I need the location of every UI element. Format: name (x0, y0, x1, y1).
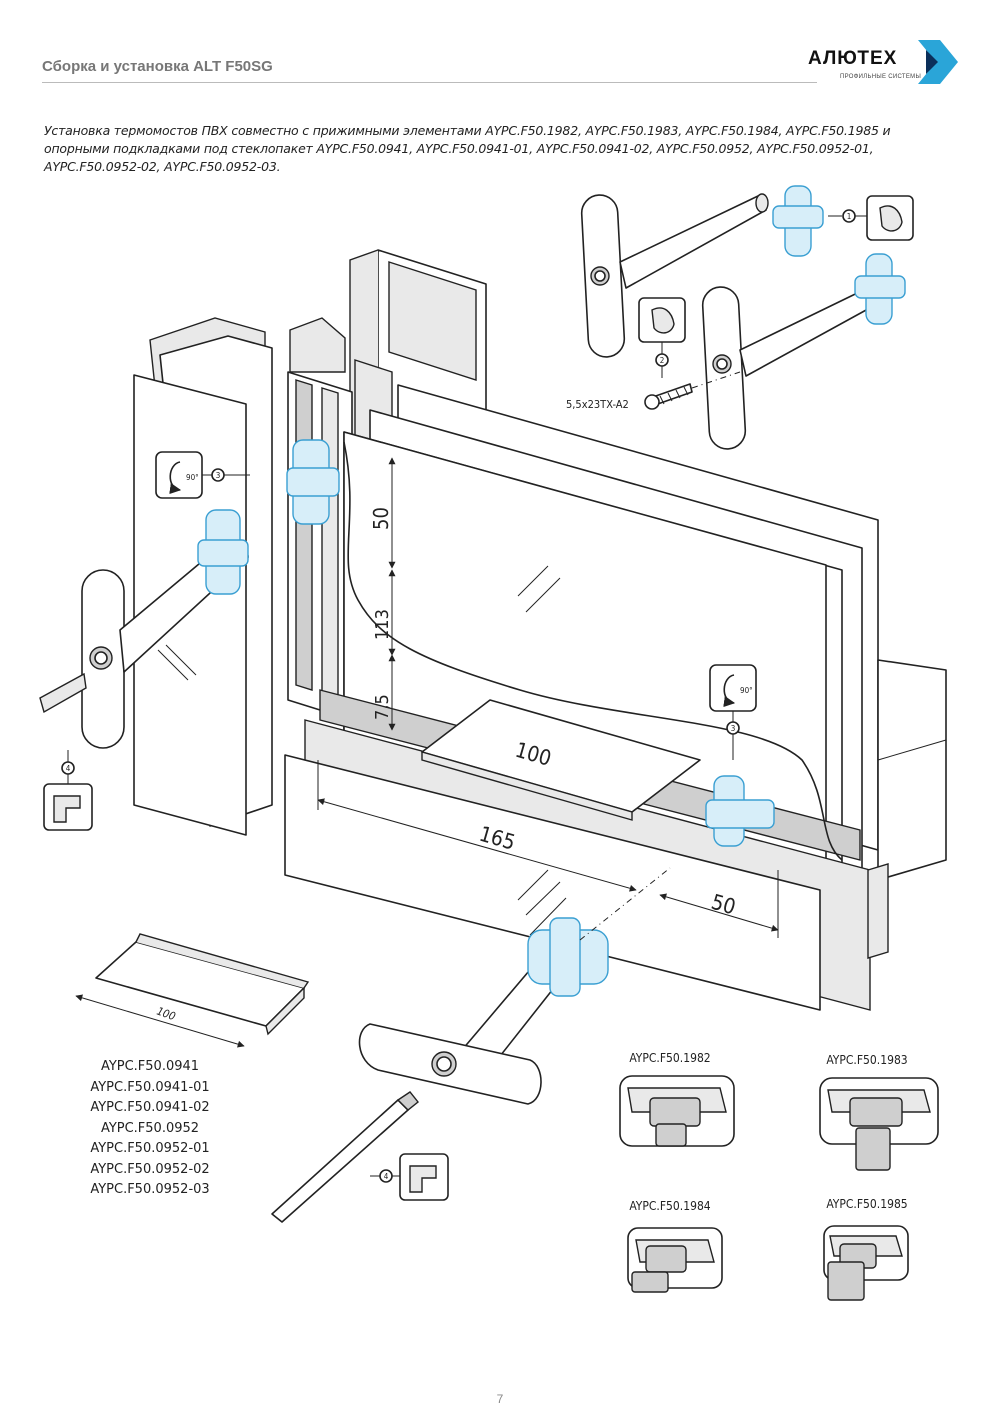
rotate-callout-left: 90° 3 (155, 451, 250, 499)
company-logo: АЛЮТЕХ ПРОФИЛЬНЫЕ СИСТЕМЫ (808, 40, 958, 86)
spacer-part-number: AYPC.F50.0941 (100, 1059, 200, 1074)
clip-label-1983: AYPC.F50.1983 (826, 1053, 907, 1067)
setting-block-pad (95, 933, 310, 1036)
screw-icon (644, 371, 741, 410)
intro-line: опорными подкладками под стеклопакет AYP… (44, 141, 874, 156)
dimension-113: 113 (372, 609, 393, 640)
dimension-7-5: 7,5 (372, 694, 393, 720)
step-number: 2 (660, 356, 665, 365)
rotation-label: 90° (740, 686, 753, 695)
logo-subtitle: ПРОФИЛЬНЫЕ СИСТЕМЫ (840, 74, 922, 80)
bottom-handle-detail (358, 867, 671, 1105)
left-handle-detail (39, 509, 249, 749)
clip-label-1985: AYPC.F50.1985 (826, 1197, 907, 1211)
dimension-lines (75, 457, 779, 1048)
clip-highlight-frame (286, 439, 775, 847)
spacer-part-number: AYPC.F50.0952-02 (90, 1161, 210, 1177)
spacer-part-number: AYPC.F50.0952 (100, 1120, 200, 1136)
step-1-callout: 1 (828, 195, 914, 241)
rotate-callout-right: 90° 3 (709, 664, 757, 760)
clip-label-1984: AYPC.F50.1984 (629, 1199, 710, 1213)
clip-part-1984 (627, 1227, 723, 1293)
dimension-50-vertical: 50 (369, 507, 393, 530)
clip-part-1983 (819, 1077, 939, 1171)
spacer-part-number: AYPC.F50.0952-03 (90, 1182, 210, 1197)
step-4-callout-bottom: 4 (370, 1153, 449, 1201)
intro-line: Установка термомостов ПВХ совместно с пр… (44, 123, 891, 138)
intro-line: AYPC.F50.0952-02, AYPC.F50.0952-03. (44, 159, 281, 174)
header-divider (42, 82, 817, 83)
clip-part-1982 (619, 1075, 735, 1147)
hex-key-icon (271, 1091, 419, 1223)
page-header-title: Сборка и установка ALT F50SG (42, 58, 273, 75)
step-2-callout: 2 (638, 297, 686, 378)
rotation-label: 90° (186, 473, 199, 482)
page-number: 7 (496, 1392, 504, 1406)
spacer-part-number: AYPC.F50.0941-01 (90, 1079, 210, 1095)
spacer-part-number: AYPC.F50.0952-01 (90, 1141, 210, 1156)
spacer-part-list: AYPC.F50.0941 AYPC.F50.0941-01 AYPC.F50.… (80, 1057, 220, 1201)
step-number: 4 (66, 764, 71, 773)
step-4-callout-left: 4 (43, 750, 93, 831)
step-number: 4 (384, 1172, 389, 1181)
clip-highlight-top (772, 185, 906, 325)
spacer-part-number: AYPC.F50.0941-02 (90, 1100, 210, 1115)
dimension-100-pad: 100 (155, 1005, 177, 1024)
frame-assembly (133, 249, 947, 1011)
logo-mark-icon (918, 40, 958, 84)
step-number: 3 (731, 724, 736, 733)
clip-part-1985 (823, 1225, 909, 1301)
intro-text: Установка термомостов ПВХ совместно с пр… (44, 122, 904, 176)
screw-label: 5,5x23TX-A2 (566, 398, 629, 411)
clip-label-1982: AYPC.F50.1982 (629, 1051, 710, 1065)
logo-wordmark: АЛЮТЕХ (808, 48, 898, 69)
step-number: 1 (847, 212, 852, 221)
top-handle-detail (580, 193, 891, 450)
step-number: 3 (216, 471, 221, 480)
